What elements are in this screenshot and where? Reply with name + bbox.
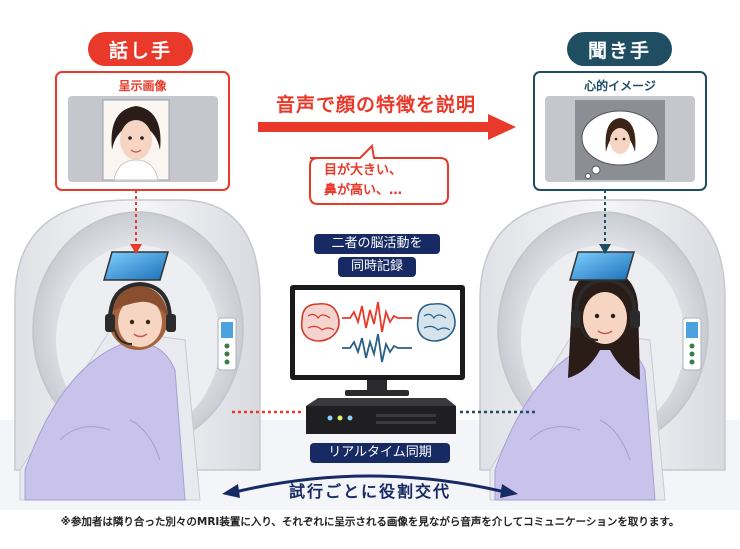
listener-role-label: 聞き手 bbox=[588, 36, 651, 63]
headline-arrow bbox=[258, 122, 490, 132]
recording-label-line2: 同時記録 bbox=[338, 257, 416, 277]
sync-device-icon bbox=[306, 398, 456, 434]
sync-label: リアルタイム同期 bbox=[310, 443, 450, 463]
face-photo-icon-speaker bbox=[103, 100, 169, 180]
brain-icon-blue bbox=[418, 304, 455, 341]
speaker-role-label: 話し手 bbox=[109, 36, 172, 63]
head-display-right bbox=[570, 252, 634, 280]
speech-bubble-line2: 鼻が高い、… bbox=[324, 180, 402, 202]
listener-panel-label: 心的イメージ bbox=[534, 77, 706, 94]
headline-text: 音声で顔の特徴を説明 bbox=[276, 90, 476, 117]
speaker-panel-label: 呈示画像 bbox=[56, 77, 229, 94]
footnote: ※参加者は隣り合った別々のMRI装置に入り、それぞれに呈示される画像を見ながら音… bbox=[0, 514, 740, 529]
exchange-label: 試行ごとに役割交代 bbox=[270, 478, 470, 502]
brain-icon-red bbox=[302, 304, 339, 341]
speaker-role-pill: 話し手 bbox=[88, 32, 193, 66]
recording-label-line1: 二者の脳活動を bbox=[314, 234, 440, 254]
head-display-left bbox=[104, 252, 168, 280]
listener-role-pill: 聞き手 bbox=[567, 32, 672, 66]
speech-bubble-line1: 目が大きい、 bbox=[324, 160, 402, 182]
